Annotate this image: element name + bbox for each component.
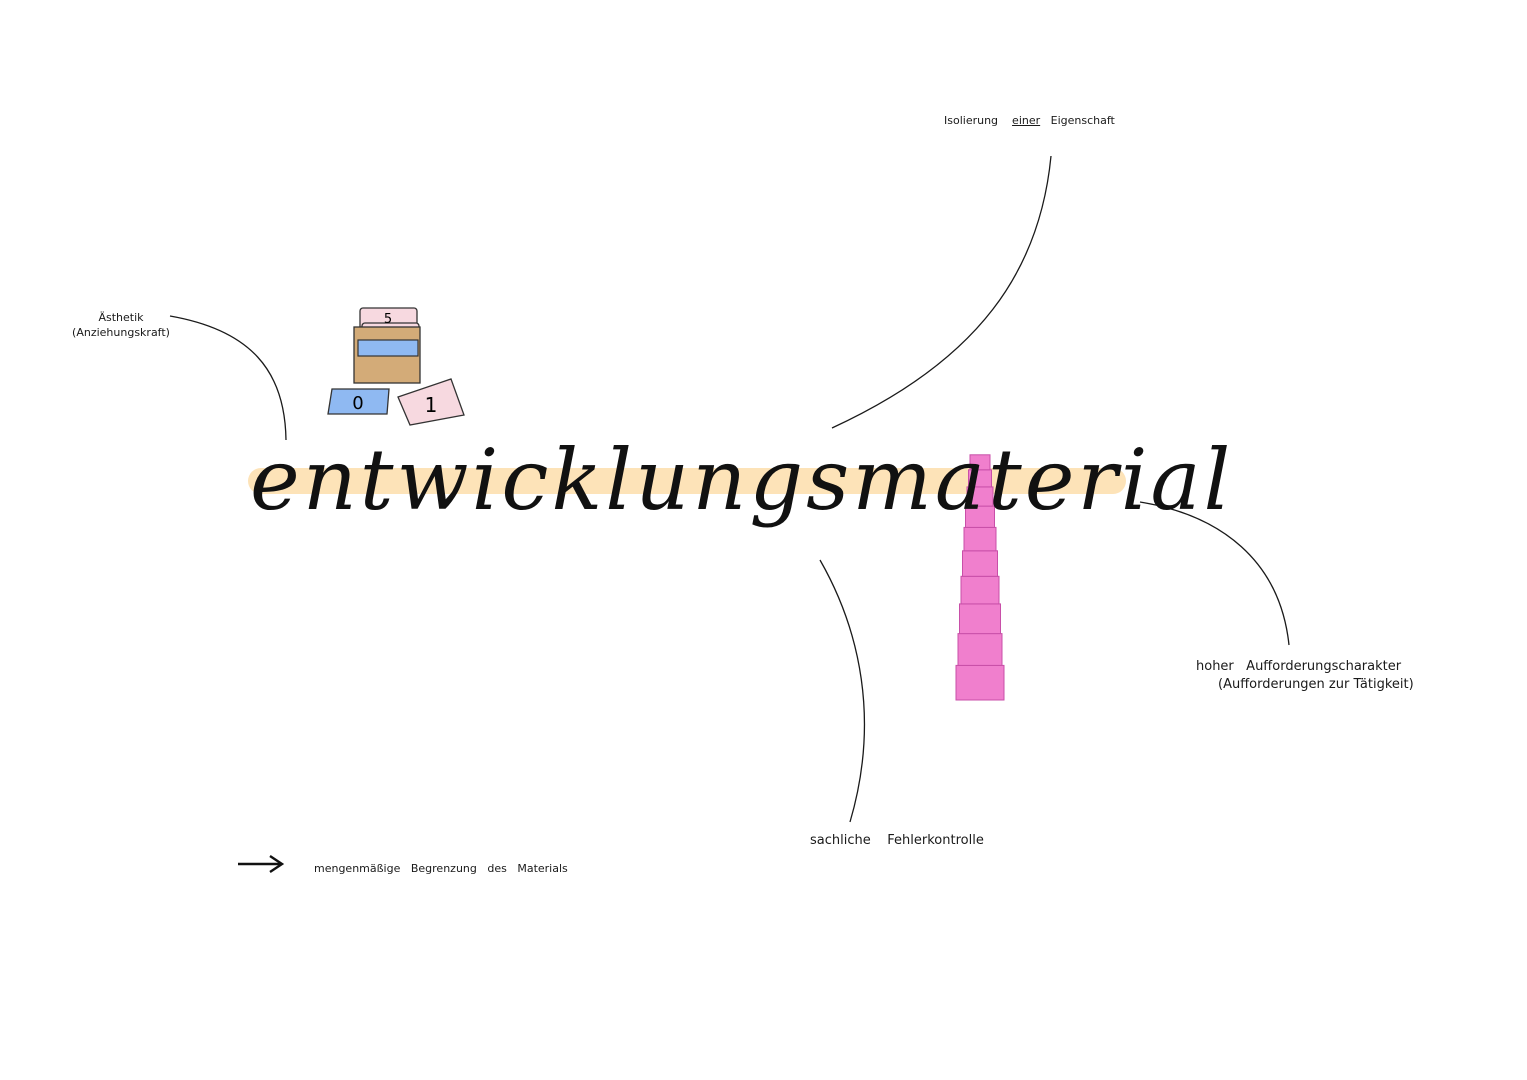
pink-tower-illustration bbox=[955, 454, 1005, 701]
label-isolierung: Isolierung einer Eigenschaft bbox=[944, 114, 1115, 129]
tower-cube bbox=[955, 664, 1005, 701]
isolierung-word2: einer bbox=[1012, 114, 1041, 127]
box-card-5-label: 5 bbox=[384, 312, 392, 327]
tower-cube bbox=[962, 550, 998, 577]
aesthetik-line1: Ästhetik bbox=[98, 311, 144, 324]
isolierung-word3: Eigenschaft bbox=[1050, 114, 1115, 127]
number-box-illustration: 5 3 2 0 1 bbox=[327, 307, 465, 426]
aufforderung-line2: (Aufforderungen zur Tätigkeit) bbox=[1218, 676, 1414, 692]
label-fehlerkontrolle: sachliche Fehlerkontrolle bbox=[810, 833, 984, 848]
page-title: entwicklungsmaterial bbox=[250, 431, 1234, 529]
box-inner-card bbox=[357, 339, 419, 357]
tower-cube bbox=[969, 454, 991, 471]
tower-cube bbox=[957, 633, 1003, 666]
connector-isolierung bbox=[831, 155, 1052, 429]
card-0 bbox=[327, 388, 390, 415]
isolierung-word1: Isolierung bbox=[944, 114, 999, 127]
tower-cube bbox=[960, 575, 1000, 605]
card-1 bbox=[397, 378, 465, 426]
connector-fehlerkontrolle bbox=[819, 559, 866, 823]
footnote-arrow-icon bbox=[238, 855, 285, 873]
card-1-label: 1 bbox=[425, 393, 438, 417]
title-highlight bbox=[248, 468, 1126, 494]
label-aufforderung: hoher Aufforderungscharakter (Aufforderu… bbox=[1196, 658, 1414, 693]
card-0-label: 0 bbox=[352, 393, 363, 414]
connector-aesthetik bbox=[169, 315, 287, 441]
label-aesthetik: Ästhetik (Anziehungskraft) bbox=[66, 311, 176, 341]
connector-aufforderung bbox=[1139, 501, 1290, 646]
aufforderung-line1: hoher Aufforderungscharakter bbox=[1196, 659, 1402, 674]
footnote-text: mengenmäßige Begrenzung des Materials bbox=[314, 862, 568, 875]
tower-cube bbox=[959, 603, 1001, 635]
aesthetik-line2: (Anziehungskraft) bbox=[72, 325, 170, 339]
